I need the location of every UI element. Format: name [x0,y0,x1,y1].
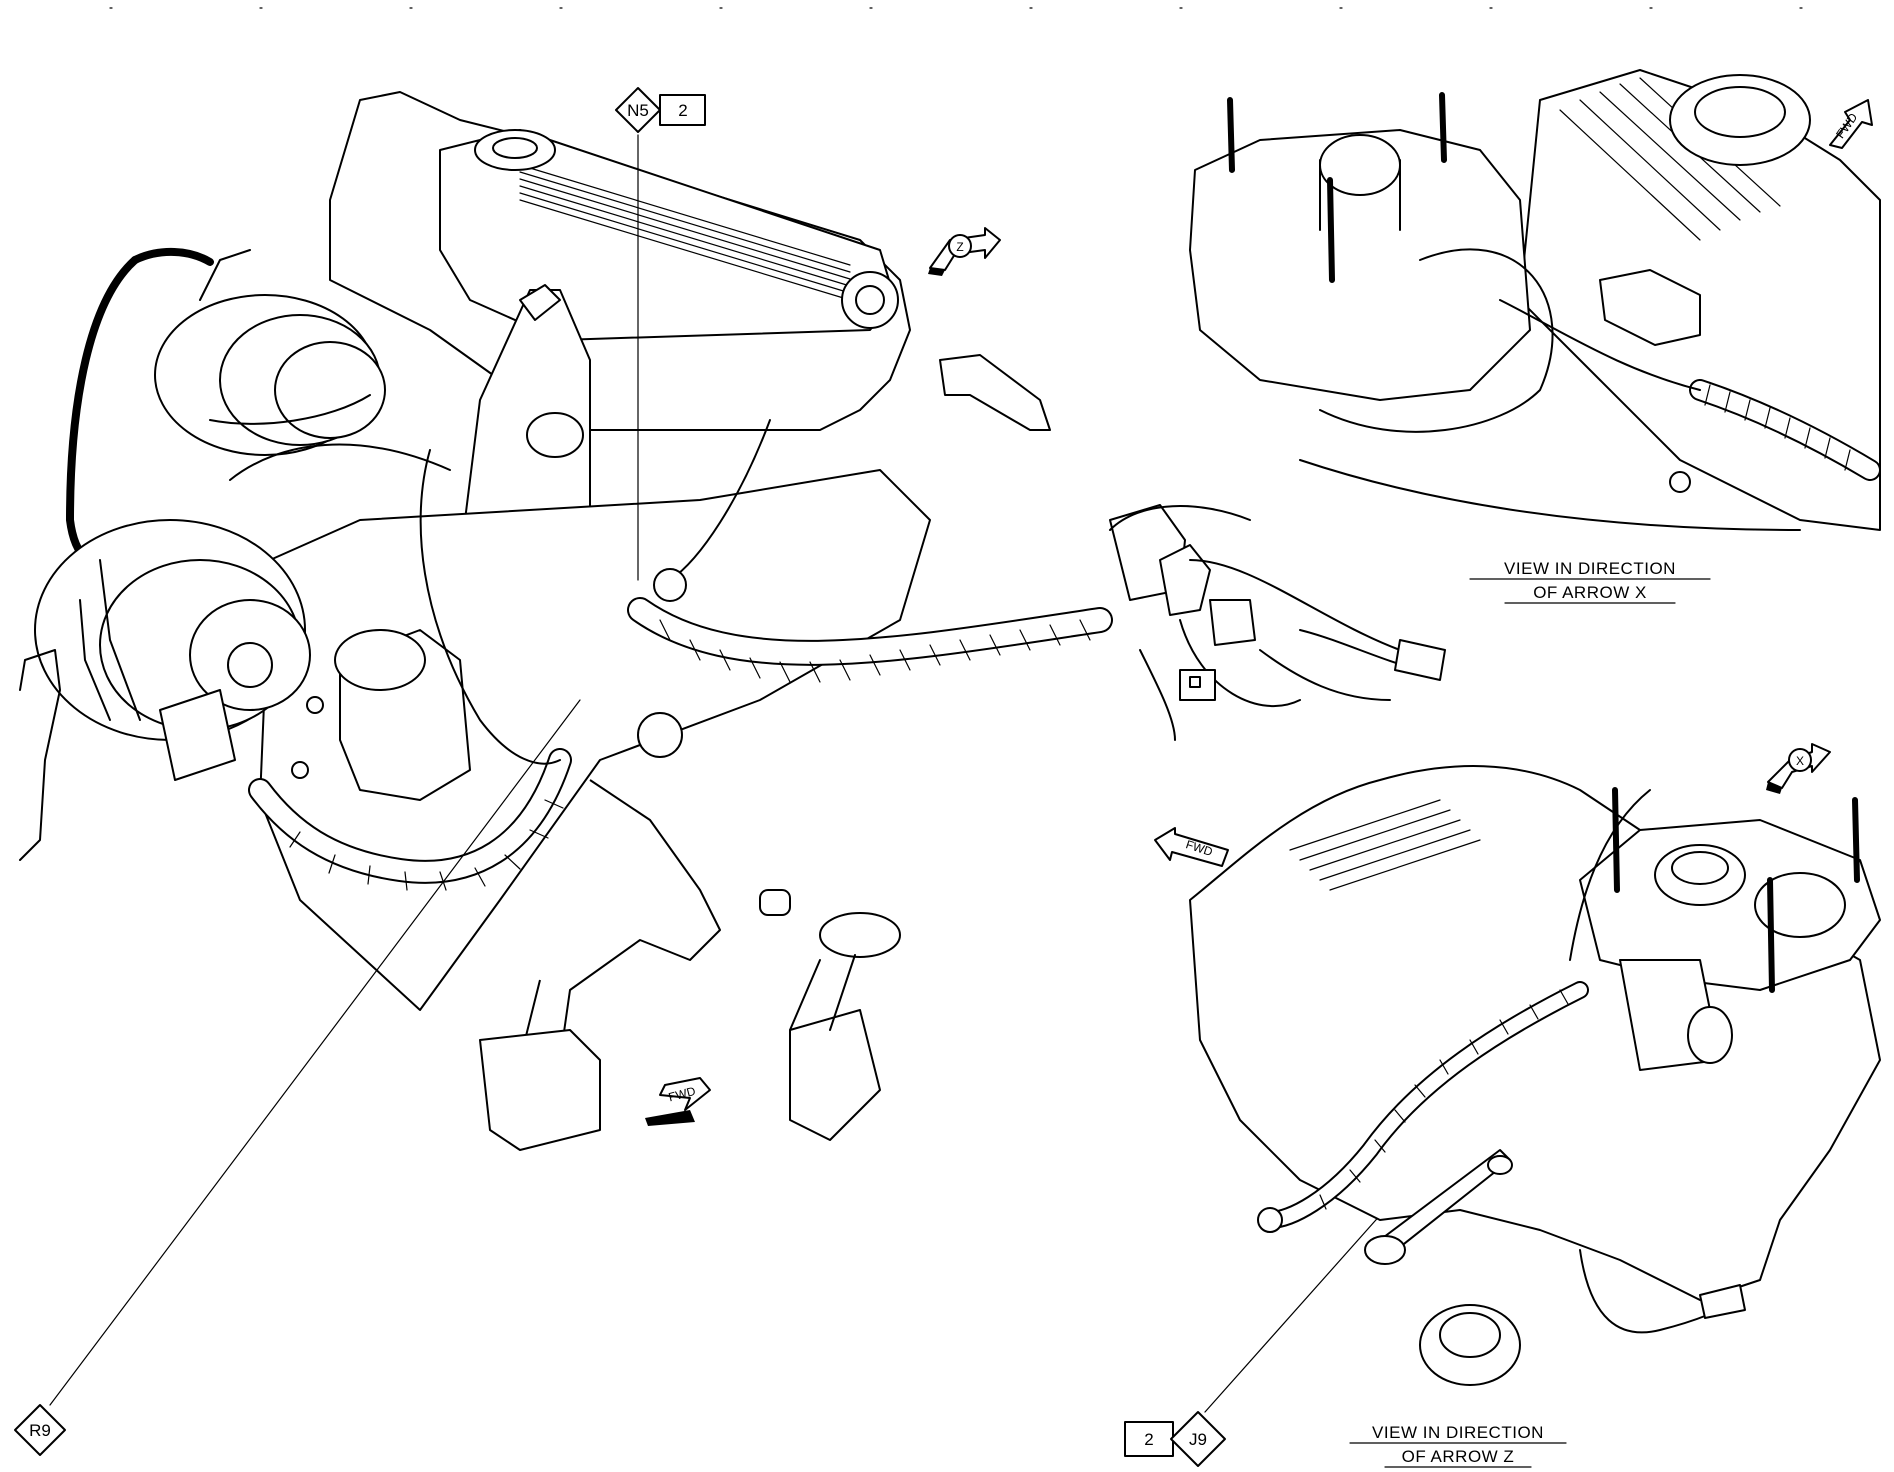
oil-pressure-sender [637,712,683,758]
view-z-stud-3 [1767,877,1775,993]
view-x-caption-line2: OF ARROW X [1533,583,1647,602]
view-x-fwd-arrow [1829,99,1873,149]
main-engine-view [19,91,1446,1151]
left-bracket [19,649,61,861]
coolant-outlet [526,412,584,458]
fwd-arrow-main: FWD [645,1077,711,1126]
stud-cap [819,912,901,958]
relay-block [479,1029,601,1151]
view-x-inset: FWD [1189,69,1881,531]
view-x-caption: VIEW IN DIRECTION OF ARROW X [1469,559,1711,604]
view-z-lever-pivot [1487,1155,1513,1175]
view-x-tb-barrel [1319,159,1401,231]
callout-n5-page: 2 [678,101,687,120]
cam-end-plug-inner [855,285,885,315]
view-z-caption: VIEW IN DIRECTION OF ARROW Z [1349,1423,1567,1468]
main-harness-trunk [627,597,1113,683]
sensor-wire [669,419,771,581]
arrow-x-circle [1788,748,1812,772]
view-x-manifold-edge [1299,459,1801,531]
view-z-port [1687,1006,1733,1064]
callout-j9-page: 2 [1144,1430,1153,1449]
valve-cover-ribs [519,164,851,301]
callout-n5-diamond [615,87,661,133]
view-z-fwd-arrow [1154,827,1229,867]
arrow-z-marker: Z [928,227,1001,276]
view-x-stud-2 [1439,92,1447,163]
callout-j9-diamond [1170,1411,1226,1467]
engine-connector-bundle [1109,504,1446,741]
callout-r9: R9 [14,1404,66,1456]
nut-b [291,761,309,779]
callout-n5-code: N5 [627,101,649,120]
view-z-wire-top [1569,789,1651,961]
arrow-z-letter: Z [956,240,963,254]
view-x-wire-loop [1319,248,1554,433]
top-wire [229,443,451,481]
view-z-ribs [1289,799,1481,891]
view-z-egr-inner [1439,1312,1501,1358]
view-z-inset: FWD X [1154,743,1881,1386]
view-x-sensor [1669,471,1691,493]
coil-wire [419,449,561,765]
callout-j9-code: J9 [1189,1430,1207,1449]
lower-stud-block [789,1009,881,1141]
nut-a [306,696,324,714]
view-x-stud-1 [1227,97,1235,173]
alternator [34,519,311,781]
timing-belt [66,256,139,568]
view-z-caption-line2: OF ARROW Z [1402,1447,1515,1466]
stud-rod [789,954,856,1031]
thermostat-tab [519,284,561,321]
throttle-lever [939,354,1051,431]
callout-r9-diamond [14,1404,66,1456]
view-z-stud-1 [1612,787,1620,893]
view-z-caption-line1: VIEW IN DIRECTION [1372,1423,1544,1442]
view-z-tb-inner [1671,851,1729,885]
view-z-o2-sensor [1699,1284,1746,1319]
arrow-x-letter: X [1796,754,1804,768]
view-x-throttle-body [1189,129,1531,401]
leader-r9 [49,699,581,1406]
lower-harness-branch [248,748,572,891]
view-x-stud-3 [1327,177,1335,283]
sensor-connector [653,568,687,602]
callout-r9-code: R9 [29,1421,51,1440]
view-z-tb-side [1754,872,1846,938]
view-x-filler-cap-inner [1694,86,1786,138]
view-x-connector [1599,269,1701,346]
view-x-wire-2 [1499,299,1701,391]
view-z-stud-2 [1852,797,1860,883]
view-z-sensor [1257,1207,1283,1233]
view-x-caption-line1: VIEW IN DIRECTION [1504,559,1676,578]
oil-filter-top [334,629,426,691]
callout-n5-box [659,94,706,126]
distributor [154,249,386,456]
callout-n5: N5 2 [615,87,706,133]
small-cylinder [759,889,791,916]
callout-j9: 2 J9 [1124,1411,1226,1467]
view-z-lever-end [1364,1235,1406,1265]
oil-filler-cap-inner [492,137,538,159]
fwd-label-main: FWD [667,1084,697,1105]
timing-belt-top [131,248,214,266]
